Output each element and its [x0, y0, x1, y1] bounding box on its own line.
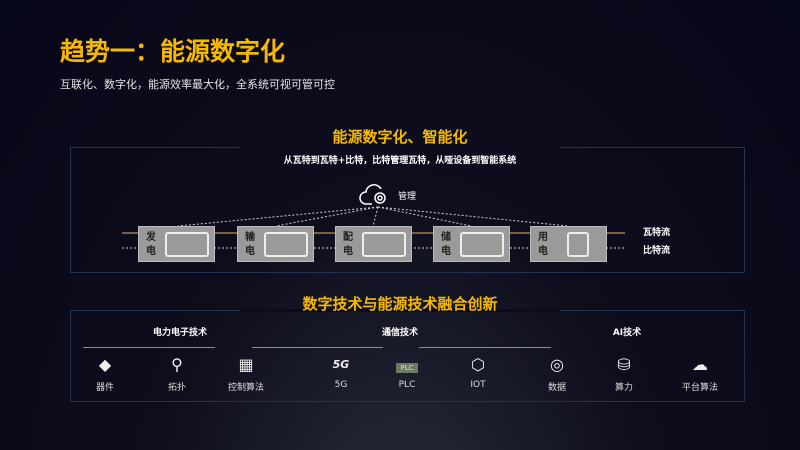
solar-panel-icon: [165, 232, 209, 257]
item-control-algorithm: ▦控制算法: [211, 354, 281, 393]
section2-title: 数字技术与能源技术融合创新: [302, 295, 498, 313]
data-icon: ◎: [550, 355, 564, 374]
node-consumption: 用电: [530, 226, 607, 262]
group-title-communication: 通信技术: [381, 328, 418, 338]
distribution-panel-icon: [362, 232, 406, 257]
section1-title: 能源数字化、智能化: [332, 128, 468, 146]
item-device: ◆器件: [70, 354, 140, 393]
node-transmission: 输电: [237, 226, 314, 262]
chip-icon: ◆: [98, 355, 112, 374]
manage-label: 管理: [398, 192, 417, 202]
grid-icon: ▦: [238, 355, 254, 374]
node-generation: 发电: [138, 226, 215, 262]
node-storage: 储电: [433, 226, 510, 262]
iot-icon: ⬡: [471, 355, 485, 374]
item-iot: ⬡IOT: [443, 354, 513, 390]
group-title-ai: AI技术: [612, 328, 642, 338]
cloud-icon: ☁: [692, 355, 708, 374]
plc-icon: PLC: [396, 363, 418, 373]
page-title: 趋势一：能源数字化: [60, 37, 286, 66]
item-topology: ⚲拓扑: [142, 354, 212, 393]
cabinet-icon: [567, 232, 589, 257]
waveform-monitor-icon: [264, 232, 308, 257]
item-data: ◎数据: [522, 354, 592, 393]
item-platform-algorithm: ☁平台算法: [665, 354, 735, 393]
database-icon: ⛁: [617, 355, 631, 374]
page-subtitle: 互联化、数字化，能源效率最大化，全系统可视可管可控: [60, 78, 335, 91]
cloud-gear-icon: [359, 184, 386, 205]
topology-icon: ⚲: [171, 355, 183, 374]
5g-icon: 5G: [332, 358, 350, 371]
section1-tagline: 从瓦特到瓦特+比特，比特管理瓦特，从哑设备到智能系统: [283, 156, 517, 166]
item-compute: ⛁算力: [589, 354, 659, 393]
group-title-power-electronics: 电力电子技术: [152, 328, 207, 338]
battery-rack-icon: [460, 232, 504, 257]
watt-flow-label: 瓦特流: [643, 228, 671, 238]
bit-flow-label: 比特流: [643, 246, 671, 256]
node-distribution: 配电: [335, 226, 412, 262]
